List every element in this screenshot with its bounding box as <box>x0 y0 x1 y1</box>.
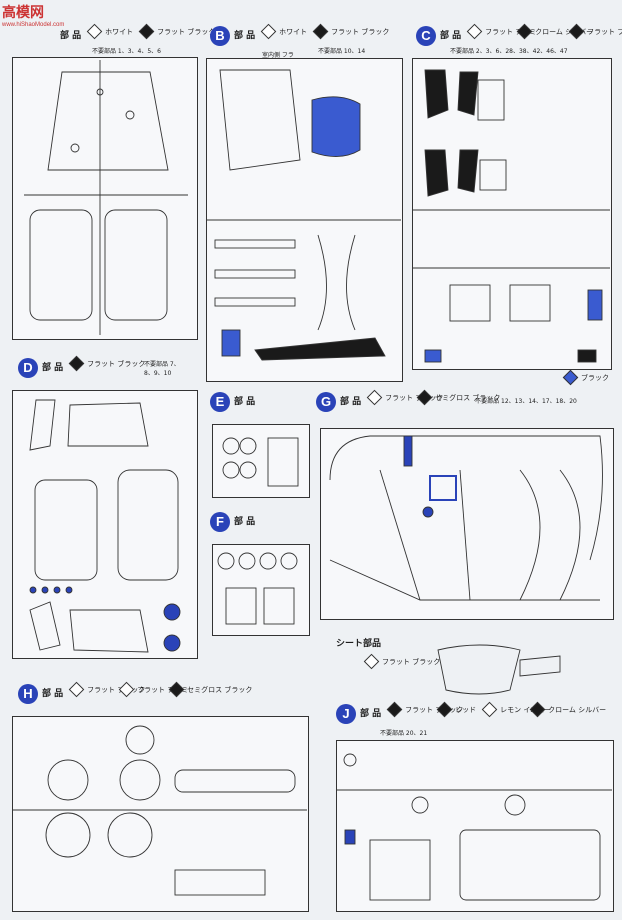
section-g-letter: G <box>316 392 336 412</box>
seat-header: シート部品 <box>336 639 382 649</box>
section-g-header: G 部 品 フラット ブラック セミグロス ブラック 不要部品 12、13、14… <box>316 389 577 412</box>
section-b-letter: B <box>210 26 230 46</box>
section-b-note: 不要部品 10、14 <box>318 48 366 55</box>
b-dash-part <box>219 69 301 171</box>
section-c-swatch-0: フラット アルミ <box>466 23 536 40</box>
section-j-letter: J <box>336 704 356 724</box>
section-e-header: E 部 品 <box>210 392 259 412</box>
a-window-left <box>29 209 93 321</box>
section-c-letter: C <box>416 26 436 46</box>
b-rails <box>317 234 356 331</box>
section-g-note: 不要部品 12、13、14、17、18、20 <box>475 398 577 405</box>
section-j-note: 不要部品 20、21 <box>380 730 428 737</box>
seat-swatch: フラット ブラック <box>363 653 440 670</box>
section-b-header: B 部 品 ホワイト フラット ブラック <box>210 23 389 46</box>
seat-drawing <box>437 644 521 695</box>
section-f-letter: F <box>210 512 230 532</box>
section-h-header: H 部 品 フラット ブラック フラット アルミ セミグロス ブラック <box>18 681 252 704</box>
section-h-swatch-1: フラット アルミ <box>118 681 188 698</box>
section-e-letter: E <box>210 392 230 412</box>
section-c-header: C 部 品 フラット アルミ クローム シルバー フラット ブラック <box>416 23 622 46</box>
a-hood-part <box>47 71 169 171</box>
section-f-header: F 部 品 <box>210 512 259 532</box>
section-d-header: D 部 品 フラット ブラック <box>18 355 145 378</box>
section-d-note: 不要部品 7、8、9、10 <box>144 361 180 377</box>
section-j-sprue <box>336 740 614 912</box>
section-c-note: 不要部品 2、3、6、28、38、42、46、47 <box>450 48 568 55</box>
section-b-swatch-0: ホワイト <box>260 23 307 40</box>
a-window-right <box>104 209 168 321</box>
section-a-swatch-0: ホワイト <box>86 23 133 40</box>
section-h-letter: H <box>18 684 38 704</box>
section-a-header: 部 品 ホワイト フラット ブラック <box>60 23 215 46</box>
b-black-floor <box>254 337 386 361</box>
section-d-letter: D <box>18 358 38 378</box>
b-blue-panel <box>311 96 361 157</box>
section-g-sprue <box>320 428 614 620</box>
section-c-extra: ブラック <box>562 369 613 386</box>
section-c-swatch-2: フラット ブラック <box>568 23 622 40</box>
section-a-note: 不要部品 1、3、4、5、6 <box>92 48 161 55</box>
section-a-bu: 部 品 <box>60 31 82 41</box>
section-j-swatch-1: レッド <box>436 701 476 718</box>
